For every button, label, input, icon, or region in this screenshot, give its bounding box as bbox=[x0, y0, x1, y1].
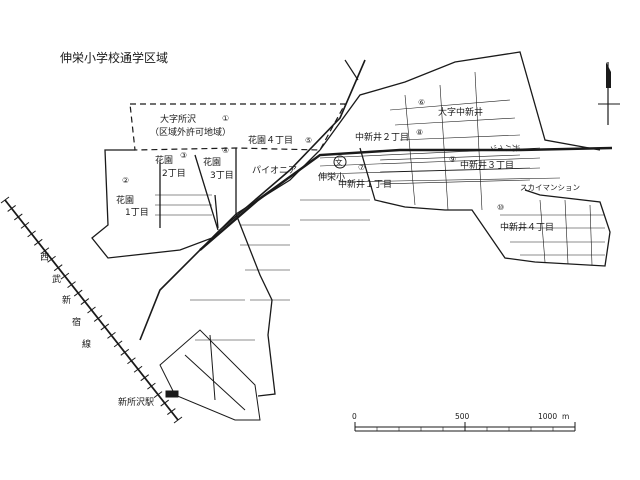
district-5-label: 花園４丁目 ⑤ bbox=[248, 134, 312, 146]
rail-tick bbox=[173, 416, 183, 424]
railway-name-label: 西 武 新 宿 線 bbox=[40, 252, 91, 350]
hatched-corridor bbox=[319, 147, 561, 183]
rail-tick bbox=[93, 315, 103, 322]
rail-tick bbox=[160, 399, 169, 407]
rail-tick bbox=[127, 357, 136, 365]
railway-char-4: 宿 bbox=[72, 316, 81, 328]
rail-tick bbox=[133, 365, 143, 373]
district-3-label: ③ 花園 2丁目 bbox=[155, 151, 187, 179]
rail-tick bbox=[40, 247, 50, 255]
scale-label-0: 0 bbox=[352, 412, 357, 421]
district-boundaries bbox=[91, 51, 611, 397]
rail-tick bbox=[60, 272, 70, 280]
road-spur bbox=[344, 59, 359, 81]
school-symbol-text: 文 bbox=[335, 157, 343, 167]
rail-tick bbox=[80, 298, 90, 305]
rail-tick bbox=[27, 230, 36, 238]
diagonal-avenue bbox=[139, 59, 366, 341]
district-2-sub: 1丁目 bbox=[125, 207, 149, 218]
hikari-heights-label: 光ハイツ bbox=[490, 143, 521, 152]
district-8-label: 中新井２丁目 ⑧ bbox=[355, 128, 423, 143]
district-4-name: 花園 bbox=[203, 156, 221, 168]
station-icon bbox=[165, 390, 179, 398]
rail-tick bbox=[7, 205, 16, 212]
rail-tick bbox=[67, 281, 76, 289]
district-10-number: ⑩ bbox=[497, 203, 504, 212]
rail-tick bbox=[120, 348, 130, 356]
pioneer-label: パイオニア bbox=[252, 165, 297, 176]
rail-tick bbox=[0, 196, 10, 204]
district-3-name: 花園 bbox=[155, 154, 173, 166]
district-7-label: ⑦ 中新井１丁目 bbox=[338, 163, 392, 190]
north-arrow-icon bbox=[598, 62, 620, 125]
rail-tick bbox=[53, 264, 63, 272]
scale-bar: 0 500 1000 m bbox=[352, 412, 576, 432]
district-10-name: 中新井４丁目 bbox=[500, 221, 554, 233]
rail-tick bbox=[100, 323, 110, 331]
district-6-label: ⑥ 大字中新井 bbox=[418, 98, 483, 118]
district-4-sub: 3丁目 bbox=[210, 170, 234, 181]
rail-tick bbox=[107, 331, 116, 339]
district-5-name: 花園４丁目 bbox=[248, 134, 293, 146]
railway-char-1: 西 bbox=[40, 252, 49, 263]
district-9-label: ⑨ 中新井３丁目 bbox=[449, 155, 514, 171]
rail-tick bbox=[33, 238, 43, 246]
district-8-name: 中新井２丁目 bbox=[355, 131, 409, 143]
main-road bbox=[199, 146, 613, 251]
rail-tick bbox=[14, 213, 23, 221]
district-7-number: ⑦ bbox=[358, 163, 365, 172]
rail-tick bbox=[147, 382, 156, 390]
scale-unit: m bbox=[562, 412, 569, 421]
scale-label-1000: 1000 bbox=[538, 412, 557, 421]
district-3-number: ③ bbox=[180, 151, 187, 160]
district-9-name: 中新井３丁目 bbox=[460, 159, 514, 171]
district-5-number: ⑤ bbox=[305, 136, 312, 145]
district-10-label: ⑩ 中新井４丁目 bbox=[497, 203, 554, 233]
district-6-name: 大字中新井 bbox=[438, 106, 483, 118]
district-1-number: ① bbox=[222, 114, 229, 123]
district-3-sub: 2丁目 bbox=[162, 168, 186, 179]
district-4-label: ④ 花園 3丁目 bbox=[203, 146, 234, 181]
railway-char-5: 線 bbox=[82, 338, 91, 350]
district-1-name: 大字所沢 bbox=[160, 113, 196, 125]
district-9-number: ⑨ bbox=[449, 155, 456, 164]
station-area bbox=[159, 329, 261, 421]
district-1-note: （区域外許可地域） bbox=[150, 126, 231, 138]
scale-label-500: 500 bbox=[455, 412, 470, 421]
district-6-number: ⑥ bbox=[418, 98, 425, 107]
rail-tick bbox=[73, 289, 83, 297]
rail-tick bbox=[20, 221, 30, 229]
rail-tick bbox=[87, 306, 96, 314]
school-name-label: 伸栄小 bbox=[318, 171, 345, 183]
district-2-number: ② bbox=[122, 176, 129, 185]
district-2-label: ② 花園 1丁目 bbox=[116, 176, 149, 218]
station-label: 新所沢駅 bbox=[118, 396, 154, 408]
district-7-name: 中新井１丁目 bbox=[338, 178, 392, 190]
rail-tick bbox=[167, 408, 176, 415]
district-2-name: 花園 bbox=[116, 194, 134, 206]
rail-tick bbox=[113, 340, 123, 348]
district-4-number: ④ bbox=[222, 146, 229, 155]
seibu-shinjuku-line bbox=[0, 196, 183, 424]
permit-area-boundary bbox=[129, 103, 347, 151]
street-grid bbox=[155, 71, 605, 341]
school-symbol-icon: 文 bbox=[333, 155, 347, 169]
map-title: 伸栄小学校通学区域 bbox=[60, 50, 168, 65]
rail-tick bbox=[140, 374, 150, 382]
railway-char-3: 新 bbox=[62, 294, 71, 306]
district-1-label: ① 大字所沢 （区域外許可地域） bbox=[150, 113, 231, 138]
railway-char-2: 武 bbox=[52, 273, 61, 285]
sky-mansion-label: スカイマンション bbox=[520, 183, 580, 192]
district-8-number: ⑧ bbox=[416, 128, 423, 137]
rail-tick bbox=[153, 391, 163, 399]
rail-tick bbox=[47, 255, 56, 263]
